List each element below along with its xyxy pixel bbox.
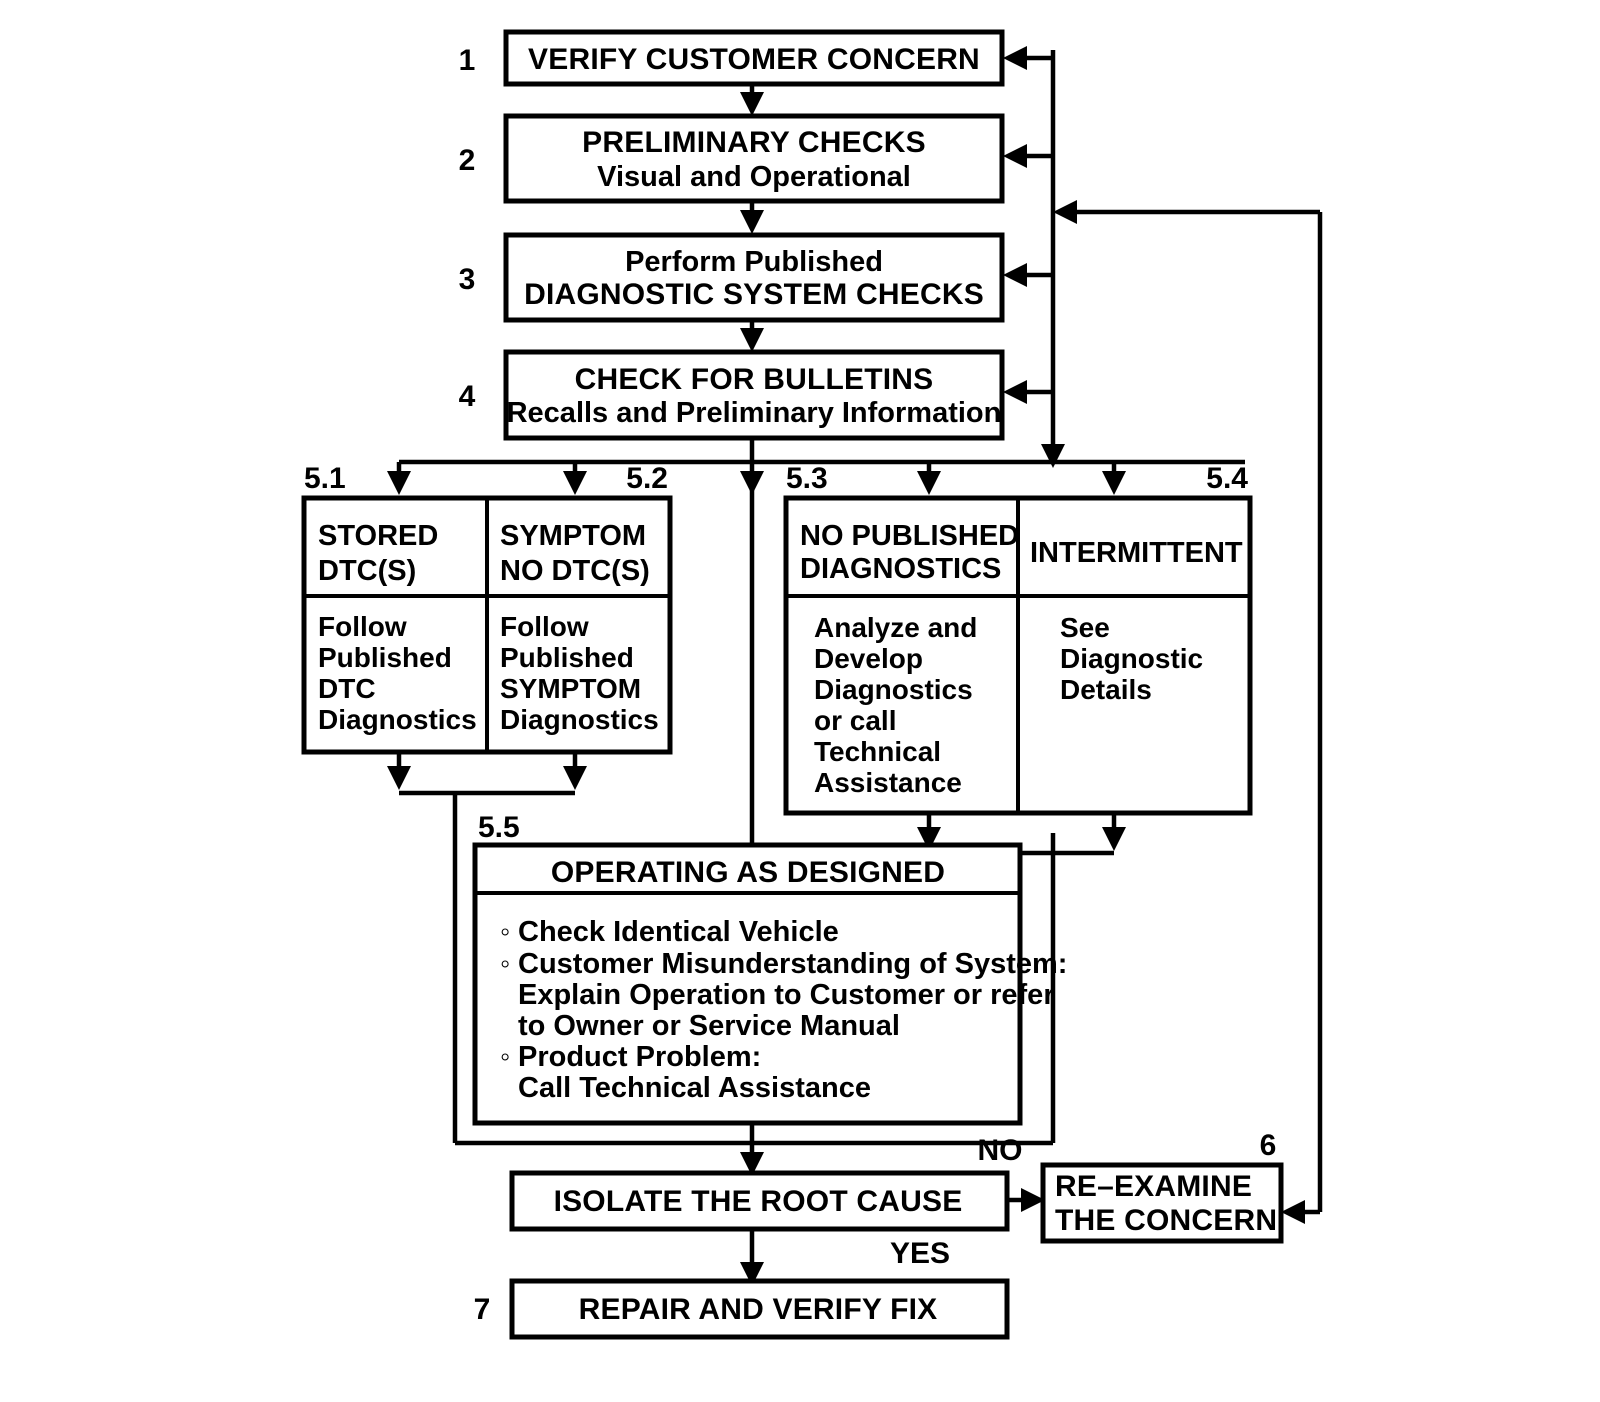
step-51-body: Follow Published DTC Diagnostics bbox=[318, 611, 477, 735]
step-54-header: INTERMITTENT bbox=[1030, 537, 1243, 569]
step-6-number: 6 bbox=[1260, 1129, 1277, 1162]
isolate-root-cause-box[interactable]: ISOLATE THE ROOT CAUSE bbox=[509, 1170, 1010, 1232]
step-2-number: 2 bbox=[459, 144, 476, 177]
step-53-number: 5.3 bbox=[786, 462, 828, 495]
step-2-box[interactable]: PRELIMINARY CHECKS Visual and Operationa… bbox=[503, 113, 1005, 204]
step-51-header: STORED DTC(S) bbox=[318, 520, 438, 587]
step-52-body-line-2: Published bbox=[500, 642, 634, 673]
step-3-line-1: Perform Published bbox=[625, 246, 883, 278]
step-1-number: 1 bbox=[459, 44, 476, 77]
step-7-label: REPAIR AND VERIFY FIX bbox=[579, 1293, 938, 1326]
step-54-body-line-2: Diagnostic bbox=[1060, 643, 1203, 674]
step-3-line-2: DIAGNOSTIC SYSTEM CHECKS bbox=[524, 278, 984, 311]
step-52-header-line-1: SYMPTOM bbox=[500, 520, 646, 552]
step-52-number: 5.2 bbox=[626, 462, 668, 495]
step-4-line-2: Recalls and Preliminary Information bbox=[507, 397, 1002, 429]
step-51-body-line-4: Diagnostics bbox=[318, 704, 477, 735]
bullet-marker-2: ◦ bbox=[500, 948, 510, 980]
step-53-body-line-4: or call bbox=[814, 705, 896, 736]
connector-collector-51-52 bbox=[396, 752, 1053, 1146]
step-54-body-line-3: Details bbox=[1060, 674, 1152, 705]
step-51-body-line-2: Published bbox=[318, 642, 452, 673]
step-6-box[interactable]: RE–EXAMINE THE CONCERN bbox=[1040, 1162, 1284, 1244]
step-52-header: SYMPTOM NO DTC(S) bbox=[500, 520, 650, 587]
step-53-body-line-5: Technical bbox=[814, 736, 941, 767]
step-52-header-line-2: NO DTC(S) bbox=[500, 555, 650, 587]
bullet-2-line-3: to Owner or Service Manual bbox=[518, 1010, 900, 1042]
step-53-header: NO PUBLISHED DIAGNOSTICS bbox=[800, 520, 1019, 585]
step-6-line-1: RE–EXAMINE bbox=[1055, 1170, 1252, 1203]
step-51-header-line-1: STORED bbox=[318, 520, 438, 552]
step-2-line-1: PRELIMINARY CHECKS bbox=[582, 126, 926, 159]
step-4-line-1: CHECK FOR BULLETINS bbox=[575, 363, 934, 396]
step-3-number: 3 bbox=[459, 263, 476, 296]
step-54-number: 5.4 bbox=[1206, 462, 1248, 495]
step-51-52-group-box[interactable] bbox=[301, 495, 673, 755]
connector-return-bus bbox=[1012, 50, 1056, 462]
bullet-1-line-1: Check Identical Vehicle bbox=[518, 916, 839, 948]
bullet-marker-1: ◦ bbox=[500, 916, 510, 948]
edge-label-yes: YES bbox=[890, 1237, 950, 1270]
step-55-box[interactable]: OPERATING AS DESIGNED bbox=[472, 842, 1023, 1126]
step-54-body-line-1: See bbox=[1060, 612, 1110, 643]
step-54-body: See Diagnostic Details bbox=[1060, 612, 1203, 705]
step-53-body-line-3: Diagnostics bbox=[814, 674, 973, 705]
step-2-line-2: Visual and Operational bbox=[597, 161, 911, 193]
step-53-body-line-6: Assistance bbox=[814, 767, 962, 798]
step-51-header-line-2: DTC(S) bbox=[318, 555, 416, 587]
step-51-body-line-3: DTC bbox=[318, 673, 376, 704]
step-55-number: 5.5 bbox=[478, 811, 520, 844]
step-54-header-line-1: INTERMITTENT bbox=[1030, 537, 1243, 569]
step-51-body-line-1: Follow bbox=[318, 611, 407, 642]
step-4-number: 4 bbox=[459, 380, 476, 413]
bullet-3-line-1: Product Problem: bbox=[518, 1041, 761, 1073]
step-52-body: Follow Published SYMPTOM Diagnostics bbox=[500, 611, 659, 735]
step-52-body-line-3: SYMPTOM bbox=[500, 673, 641, 704]
bullet-2-line-1: Customer Misunderstanding of System: bbox=[518, 948, 1067, 980]
edge-label-no: NO bbox=[978, 1134, 1023, 1167]
step-53-header-line-1: NO PUBLISHED bbox=[800, 520, 1019, 552]
step-53-header-line-2: DIAGNOSTICS bbox=[800, 553, 1001, 585]
isolate-root-cause-label: ISOLATE THE ROOT CAUSE bbox=[554, 1185, 963, 1218]
step-7-box[interactable]: REPAIR AND VERIFY FIX bbox=[509, 1278, 1010, 1340]
step-7-number: 7 bbox=[474, 1293, 491, 1326]
step-52-body-line-1: Follow bbox=[500, 611, 589, 642]
step-53-body: Analyze and Develop Diagnostics or call … bbox=[814, 612, 977, 798]
bullet-2-line-2: Explain Operation to Customer or refer bbox=[518, 979, 1055, 1011]
bullet-marker-3: ◦ bbox=[500, 1041, 510, 1073]
step-6-line-2: THE CONCERN bbox=[1055, 1204, 1277, 1237]
step-51-number: 5.1 bbox=[304, 462, 346, 495]
step-53-54-group-box[interactable] bbox=[783, 495, 1253, 816]
step-53-body-line-1: Analyze and bbox=[814, 612, 977, 643]
step-1-line-1: VERIFY CUSTOMER CONCERN bbox=[528, 43, 980, 76]
step-55-header: OPERATING AS DESIGNED bbox=[551, 856, 945, 889]
step-1-box[interactable]: VERIFY CUSTOMER CONCERN bbox=[503, 29, 1005, 87]
step-55-bullets: ◦ Check Identical Vehicle ◦ Customer Mis… bbox=[500, 916, 1067, 1104]
step-3-box[interactable]: Perform Published DIAGNOSTIC SYSTEM CHEC… bbox=[503, 232, 1005, 323]
arrowheads bbox=[387, 46, 1305, 1286]
bullet-3-line-2: Call Technical Assistance bbox=[518, 1072, 871, 1104]
step-53-body-line-2: Develop bbox=[814, 643, 923, 674]
step-4-box[interactable]: CHECK FOR BULLETINS Recalls and Prelimin… bbox=[503, 349, 1005, 441]
step-52-body-line-4: Diagnostics bbox=[500, 704, 659, 735]
